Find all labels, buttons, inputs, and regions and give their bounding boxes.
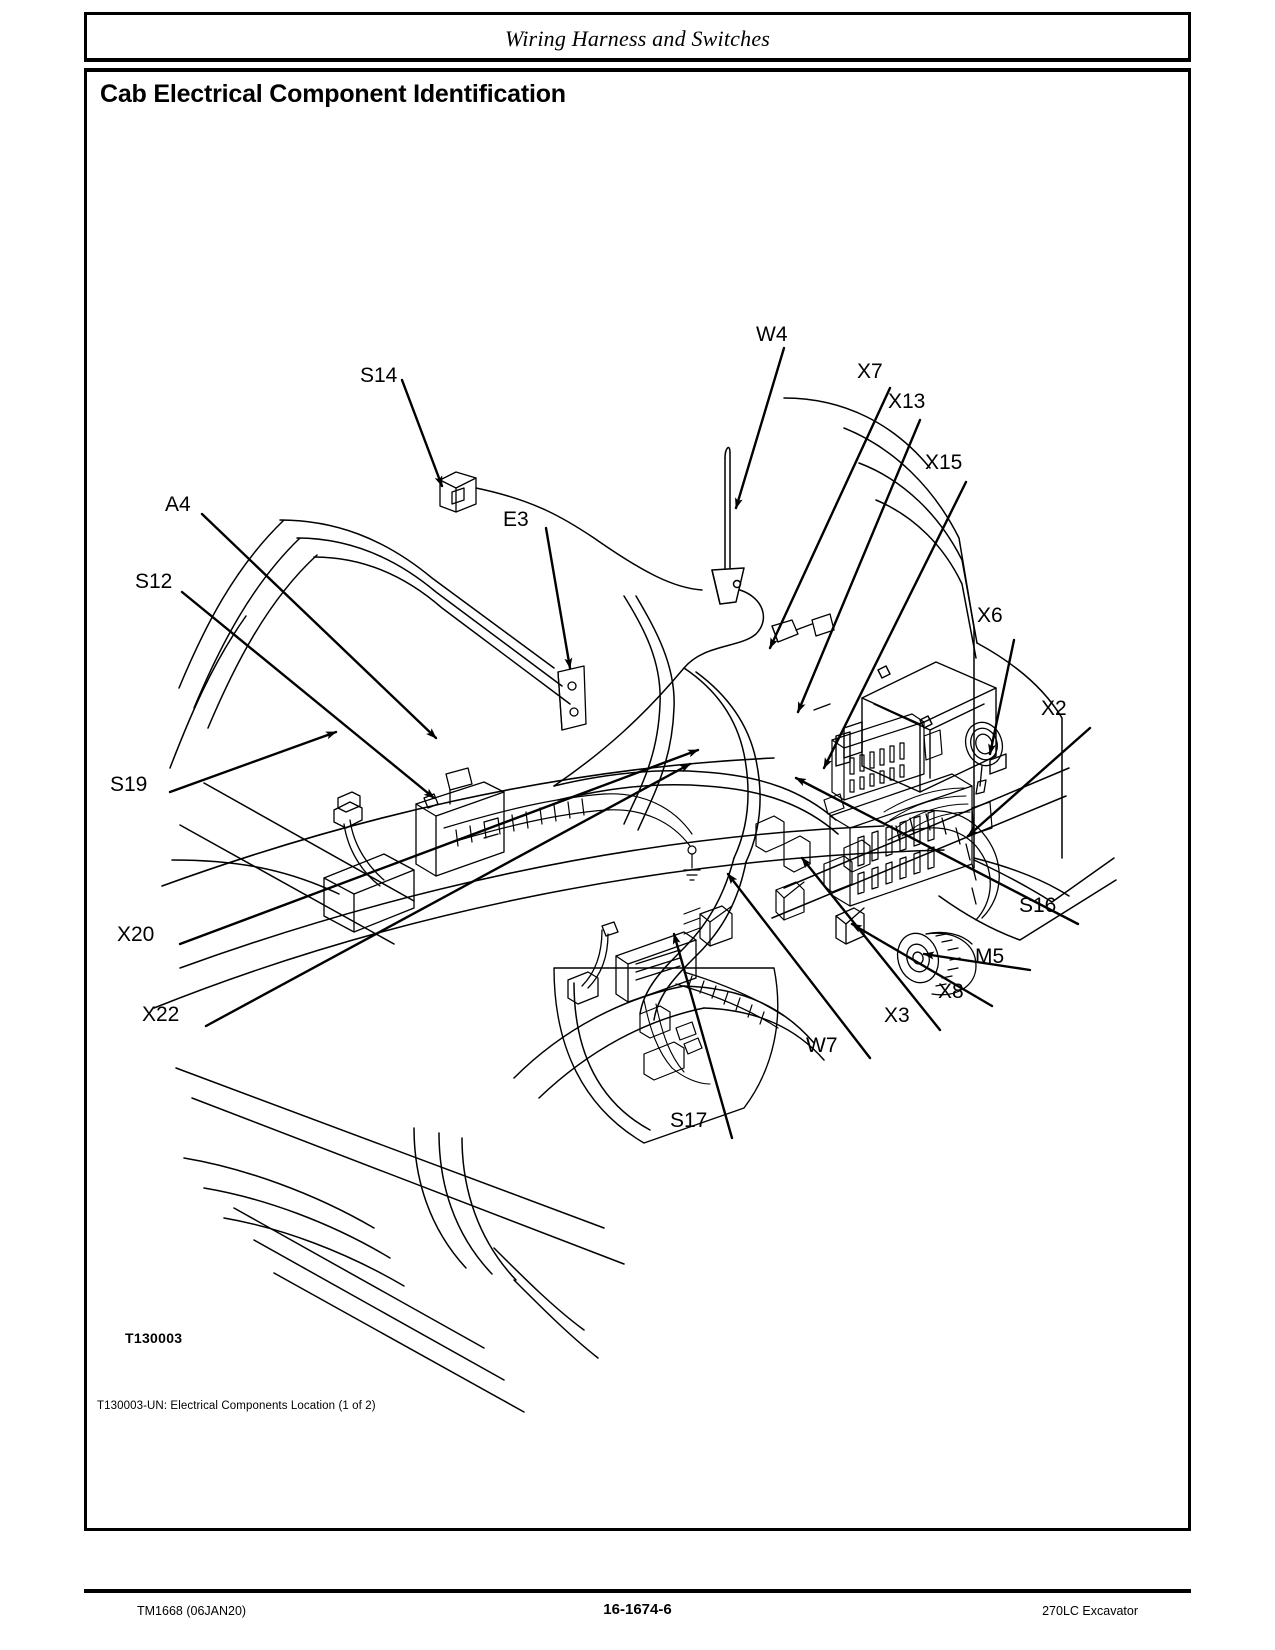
footer-rule [84,1589,1191,1593]
callout-label-x2: X2 [1041,697,1067,720]
page-title: Cab Electrical Component Identification [100,80,566,108]
callout-label-x7: X7 [857,360,883,383]
callout-label-x22: X22 [142,1003,180,1026]
callout-label-e3: E3 [503,508,529,531]
callout-label-x8: X8 [938,980,964,1003]
callout-label-x3: X3 [884,1004,910,1027]
header-frame-right [1188,12,1191,62]
callout-label-x6: X6 [977,604,1003,627]
callout-label-s19: S19 [110,773,148,796]
callout-label-s17: S17 [670,1109,708,1132]
header-rule-top [84,12,1191,15]
footer-machine-model: 270LC Excavator [1042,1604,1138,1618]
callout-label-s16: S16 [1019,894,1057,917]
diagram-linework [153,346,1117,1413]
electrical-components-diagram: S14 W4 X7 X13 X15 A4 E3 S12 X6 X2 S19 S1… [84,68,1191,1531]
content-frame [84,68,1191,1531]
figure-id: T130003 [125,1330,183,1346]
callout-label-m5: M5 [975,945,1005,968]
callout-label-s14: S14 [360,364,398,387]
callout-label-a4: A4 [165,493,191,516]
callout-label-w4: W4 [756,323,788,346]
footer-page-number: 16-1674-6 [603,1601,672,1618]
callout-label-s12: S12 [135,570,173,593]
callout-label-x13: X13 [888,390,926,413]
running-header-title: Wiring Harness and Switches [504,26,771,51]
callout-label-x15: X15 [925,451,963,474]
footer-manual-number: TM1668 (06JAN20) [137,1604,247,1618]
callout-label-w7: W7 [806,1034,838,1057]
header-frame-left [84,12,87,62]
header-rule-bottom [84,58,1191,62]
figure-caption: T130003-UN: Electrical Components Locati… [97,1400,376,1412]
callout-label-x20: X20 [117,923,155,946]
